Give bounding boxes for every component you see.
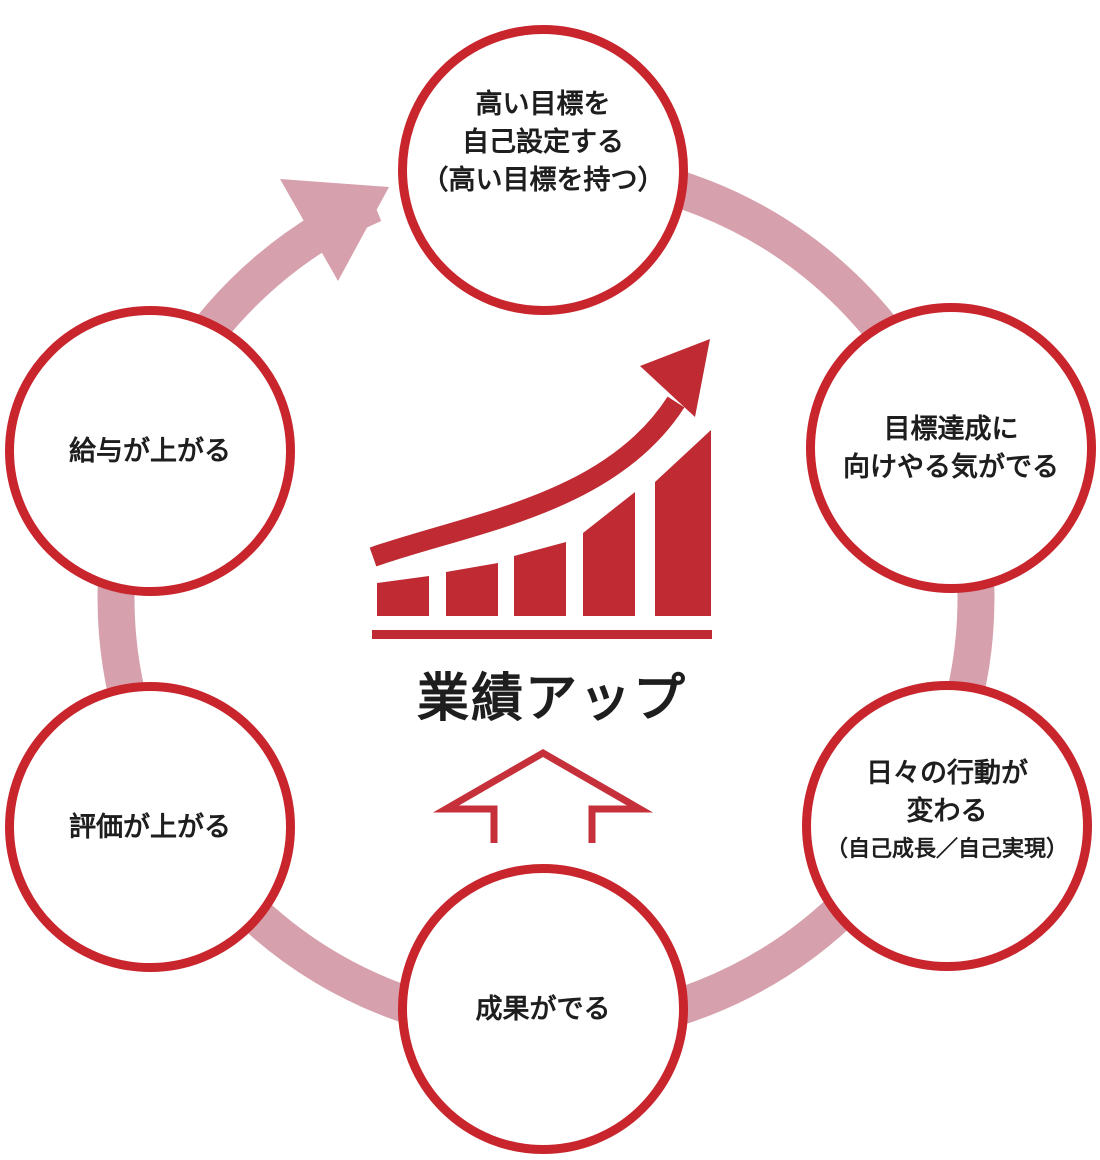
chart-bar-5: [655, 430, 711, 616]
node-text-line: 高い目標を: [475, 89, 611, 119]
cycle-node-results: 成果がでる: [398, 864, 688, 1154]
node-text-line: 目標達成に: [883, 414, 1019, 444]
node-text-line: 向けやる気がでる: [843, 452, 1059, 482]
chart-bar-4: [583, 492, 635, 616]
growth-curve-arrowhead: [640, 339, 710, 417]
chart-bar-2: [446, 563, 498, 616]
node-text-line: 評価が上がる: [69, 812, 231, 842]
center-title: 業績アップ: [416, 670, 687, 728]
node-text-line: 日々の行動が: [866, 758, 1028, 788]
node-text-line: 給与が上がる: [69, 436, 231, 466]
up-arrow-outline-icon: [432, 748, 654, 843]
node-text-line: 変わる: [906, 796, 988, 826]
cycle-node-salary: 給与が上がる: [5, 306, 295, 596]
cycle-node-evaluation: 評価が上がる: [5, 682, 295, 972]
chart-baseline: [372, 630, 712, 639]
chart-bar-3: [514, 542, 566, 616]
cycle-node-daily-actions: 日々の行動が 変わる （自己成長／自己実現）: [802, 681, 1092, 971]
chart-bar-1: [377, 576, 429, 616]
cycle-node-motivation: 目標達成に 向けやる気がでる: [806, 303, 1096, 593]
node-text-line: （自己成長／自己実現）: [825, 836, 1068, 861]
node-text-line: 成果がでる: [475, 994, 611, 1024]
ring-flow-arrowhead-icon: [280, 179, 389, 281]
node-text-line: 自己設定する: [462, 127, 624, 157]
growth-bar-chart-arrow-icon: [369, 339, 712, 639]
growth-curve: [369, 396, 685, 567]
node-text-line: （高い目標を持つ）: [421, 165, 665, 195]
cycle-node-high-goals: 高い目標を 自己設定する （高い目標を持つ）: [398, 25, 688, 315]
